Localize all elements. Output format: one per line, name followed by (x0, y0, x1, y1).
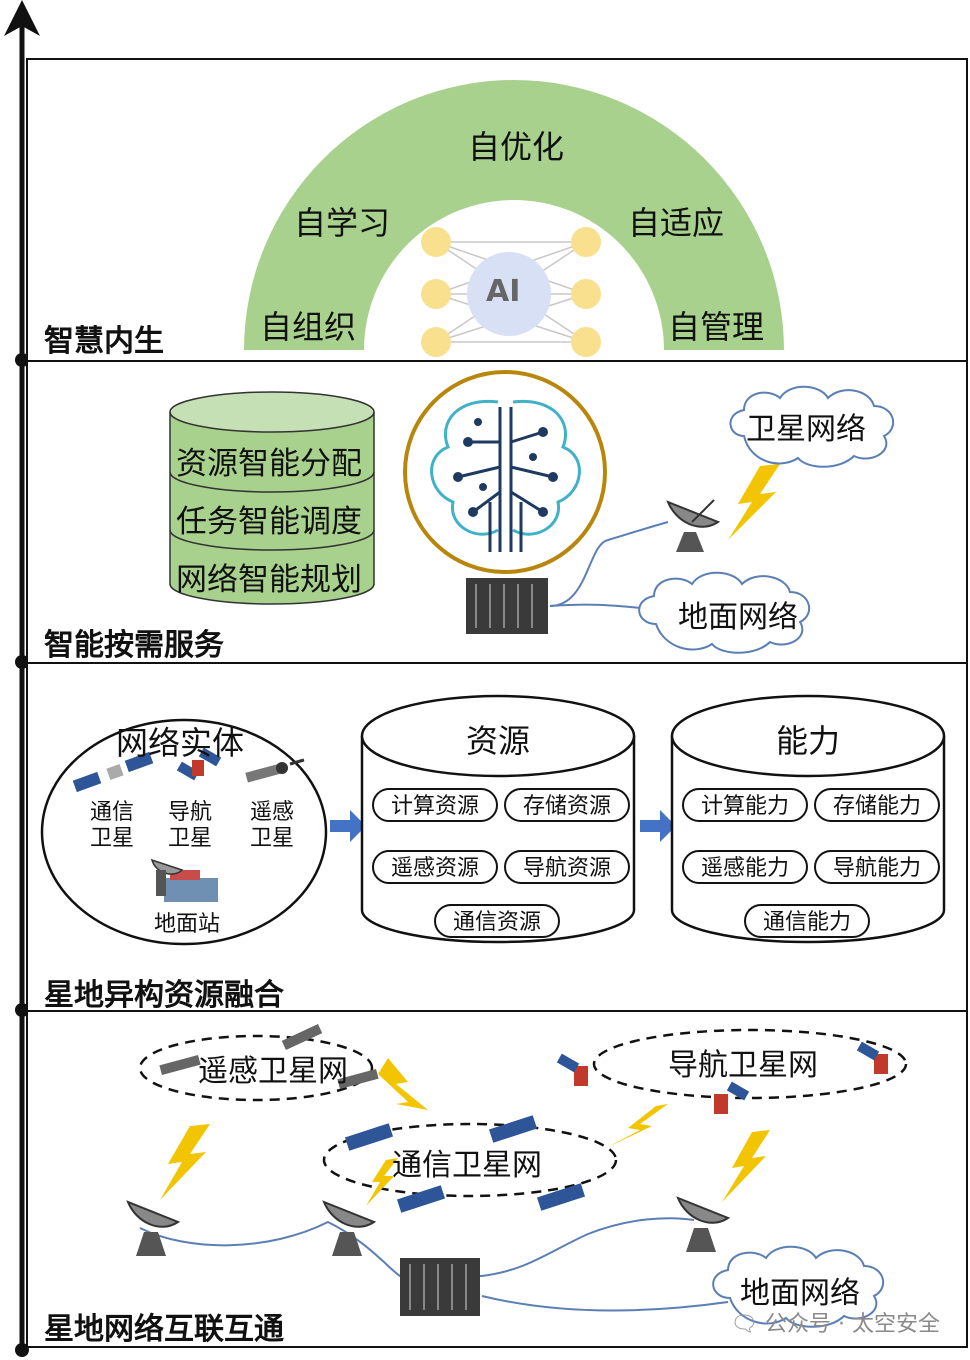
services-graphics (169, 370, 895, 654)
arc-label-self-optimize: 自优化 (468, 128, 565, 166)
entity-nav-satellite: 导航 卫星 (168, 800, 213, 851)
ai-arc-diagram (244, 80, 784, 357)
layer-title-fusion: 星地异构资源融合 (44, 978, 284, 1013)
layer-services: 资源智能分配 任务智能调度 网络智能规划 卫星网络 地面网络 智能按需服务 (26, 360, 968, 664)
ai-core-label: AI (486, 274, 521, 309)
abilities-title: 能力 (775, 722, 840, 760)
ability-compute: 计算能力 (682, 788, 808, 822)
net-label-remote-sensing: 遥感卫星网 (198, 1054, 348, 1089)
stack-item-task-scheduling: 任务智能调度 (176, 504, 362, 540)
ability-comm: 通信能力 (744, 904, 870, 938)
entity-remote-satellite: 遥感 卫星 (250, 800, 295, 851)
cloud-label-ground-network-bottom: 地面网络 (740, 1276, 860, 1311)
entity-comm-satellite: 通信 卫星 (90, 800, 135, 851)
resource-compute: 计算资源 (372, 788, 498, 822)
ability-nav: 导航能力 (814, 850, 940, 884)
remote-sensing-satellite-icon (245, 758, 305, 783)
layer-title-intelligence: 智慧内生 (44, 324, 164, 359)
dish-antenna-icon (666, 499, 721, 552)
arc-label-self-organize: 自组织 (260, 308, 357, 346)
entity-title: 网络实体 (116, 724, 245, 762)
comm-satellite-icon (72, 751, 154, 793)
entity-ground-station: 地面站 (154, 912, 221, 937)
timeline-axis (4, 0, 40, 1357)
ability-storage: 存储能力 (814, 788, 940, 822)
resource-comm: 通信资源 (434, 904, 560, 938)
layer-interconnect: 遥感卫星网 导航卫星网 通信卫星网 地面网络 星地网络互联互通 (26, 1010, 968, 1348)
fusion-graphics (40, 694, 946, 946)
resource-nav: 导航资源 (504, 850, 630, 884)
layer-intelligence: AI 自组织 自学习 自优化 自适应 自管理 智慧内生 (26, 58, 968, 362)
arc-label-self-adapt: 自适应 (628, 204, 725, 242)
abilities-cylinder: 能力 (672, 696, 944, 776)
watermark: 🗨 公众号 · 太空安全 (730, 1312, 940, 1337)
arc-label-self-learn: 自学习 (294, 204, 391, 242)
stack-item-resource-allocation: 资源智能分配 (176, 446, 362, 482)
resource-remote: 遥感资源 (372, 850, 498, 884)
nav-satellite-icon (176, 747, 222, 781)
net-label-navigation: 导航卫星网 (668, 1048, 818, 1083)
resources-title: 资源 (465, 722, 530, 760)
layer-title-interconnect: 星地网络互联互通 (44, 1312, 284, 1347)
layer-fusion: 网络实体 通信 卫星 导航 卫星 遥感 卫星 地面站 资源 计算资源 存储资源 … (26, 662, 968, 1013)
layer-title-services: 智能按需服务 (44, 628, 224, 663)
ground-station-icon (150, 858, 218, 902)
cloud-label-satellite-network: 卫星网络 (746, 412, 866, 447)
interconnect-graphics (126, 1024, 908, 1328)
stack-item-network-planning: 网络智能规划 (176, 562, 362, 598)
net-label-communication: 通信卫星网 (392, 1148, 542, 1183)
arc-label-self-manage: 自管理 (668, 308, 765, 346)
cloud-label-ground-network: 地面网络 (678, 600, 798, 635)
resource-storage: 存储资源 (504, 788, 630, 822)
resources-cylinder: 资源 (362, 696, 634, 776)
chat-bubble-icon: 🗨 (730, 1312, 759, 1337)
ability-remote: 遥感能力 (682, 850, 808, 884)
